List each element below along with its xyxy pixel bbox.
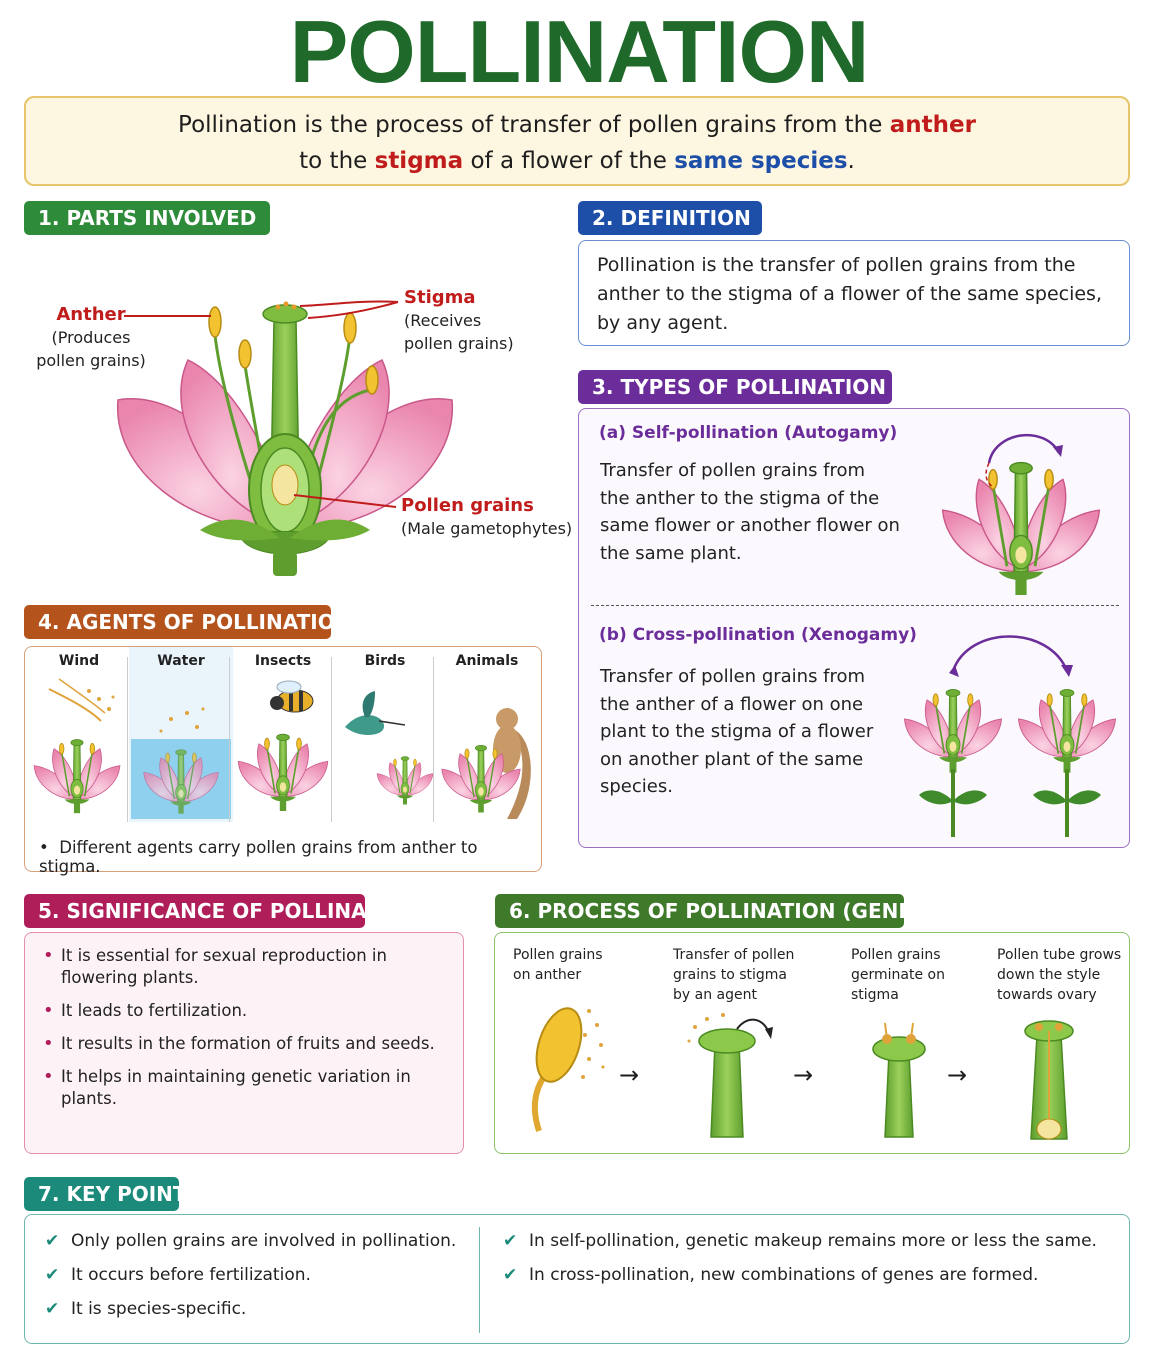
check-icon: ✔	[45, 1299, 60, 1319]
agents-note: • Different agents carry pollen grains f…	[39, 838, 541, 876]
stigma-transfer-icon	[687, 1013, 773, 1138]
agents-bullet: •	[39, 838, 60, 857]
intro-banner: Pollination is the process of transfer o…	[24, 96, 1130, 186]
water-icon	[131, 707, 231, 819]
process-step-3: Pollen grains germinate on stigma	[851, 947, 945, 1003]
key-point-item: ✔Only pollen grains are involved in poll…	[45, 1231, 457, 1251]
process-step-2: Transfer of pollen grains to stigma by a…	[673, 947, 795, 1003]
intro-text-3: of a flower of the	[463, 148, 675, 174]
key-points-heading: 7. KEY POINTS	[24, 1177, 201, 1211]
stigma-desc-2: pollen grains)	[404, 334, 514, 353]
intro-text-2: to the	[299, 148, 375, 174]
check-icon: ✔	[45, 1231, 60, 1251]
agent-wind-label: Wind	[58, 653, 100, 669]
significance-list: It is essential for sexual reproduction …	[39, 945, 449, 1110]
key-points-right: ✔In self-pollination, genetic makeup rem…	[499, 1229, 1119, 1297]
significance-item: It is essential for sexual reproduction …	[39, 945, 449, 989]
key-points-divider	[479, 1227, 480, 1333]
pollen-name: Pollen grains	[401, 495, 534, 516]
pollen-tube-icon	[1024, 1020, 1074, 1140]
check-icon: ✔	[503, 1231, 518, 1251]
agents-sep-3	[331, 657, 332, 822]
self-pollination-title: (a) Self-pollination (Autogamy)	[599, 423, 898, 443]
agents-heading: 4. AGENTS OF POLLINATION	[24, 605, 352, 639]
check-icon: ✔	[503, 1265, 518, 1285]
anther-desc-2: pollen grains)	[36, 351, 146, 370]
pollen-label: Pollen grains (Male gametophytes)	[401, 494, 572, 540]
stigma-name: Stigma	[404, 287, 476, 308]
types-divider	[591, 605, 1119, 606]
parts-heading: 1. PARTS INVOLVED	[24, 201, 270, 235]
anther-desc-1: (Produces	[51, 328, 131, 347]
cross-pollination-title: (b) Cross-pollination (Xenogamy)	[599, 625, 917, 645]
agent-animals: Animals	[435, 647, 539, 822]
key-point-item: ✔In self-pollination, genetic makeup rem…	[503, 1231, 1097, 1251]
definition-box: Pollination is the transfer of pollen gr…	[578, 240, 1130, 346]
cross-pollination-text: Transfer of pollen grains from the anthe…	[600, 666, 874, 797]
key-point-item: ✔In cross-pollination, new combinations …	[503, 1265, 1039, 1285]
significance-item: It results in the formation of fruits an…	[39, 1033, 449, 1055]
agent-insects-label: Insects	[254, 653, 312, 669]
flower-diagram	[117, 301, 453, 576]
agents-note-text: Different agents carry pollen grains fro…	[39, 838, 478, 876]
types-box: (a) Self-pollination (Autogamy) Transfer…	[578, 408, 1130, 848]
anther-pollen-icon	[531, 1007, 605, 1132]
germinate-icon	[872, 1022, 926, 1138]
intro-text-1: Pollination is the process of transfer o…	[178, 112, 890, 138]
arrow-icon: →	[947, 1061, 968, 1089]
squirrel-icon	[441, 708, 531, 819]
page-title: POLLINATION	[289, 2, 870, 101]
self-pollination-illustration	[941, 433, 1101, 595]
significance-item: It helps in maintaining genetic variatio…	[39, 1066, 449, 1110]
agent-birds: Birds	[333, 647, 437, 822]
pollen-desc: (Male gametophytes)	[401, 519, 573, 538]
bee-icon	[237, 680, 329, 812]
arrow-icon: →	[619, 1061, 640, 1089]
process-step-1: Pollen grains on anther	[513, 947, 603, 983]
significance-heading: 5. SIGNIFICANCE OF POLLINATION	[24, 894, 420, 928]
agent-animals-label: Animals	[455, 653, 519, 669]
key-points-box: ✔Only pollen grains are involved in poll…	[24, 1214, 1130, 1344]
intro-stigma: stigma	[374, 148, 464, 174]
agents-strip: Wind Water Insects	[25, 647, 543, 827]
self-pollination-text: Transfer of pollen grains from the anthe…	[600, 460, 900, 564]
agents-sep-2	[229, 657, 230, 822]
agent-water-label: Water	[157, 653, 205, 669]
anther-name: Anther	[56, 304, 126, 325]
types-heading: 3. TYPES OF POLLINATION	[578, 370, 892, 404]
key-point-item: ✔It is species-specific.	[45, 1299, 247, 1319]
significance-item: It leads to fertilization.	[39, 1000, 449, 1022]
stigma-label: Stigma (Receives pollen grains)	[404, 286, 514, 355]
agents-sep-1	[127, 657, 128, 822]
check-icon: ✔	[45, 1265, 60, 1285]
process-step-4: Pollen tube grows down the style towards…	[997, 947, 1122, 1003]
agent-wind: Wind	[27, 647, 131, 822]
key-points-left: ✔Only pollen grains are involved in poll…	[41, 1229, 481, 1331]
arrow-icon: →	[793, 1061, 814, 1089]
agent-water: Water	[129, 647, 233, 822]
key-point-item: ✔It occurs before fertilization.	[45, 1265, 311, 1285]
anther-label: Anther (Produces pollen grains)	[36, 303, 146, 372]
agents-box: Wind Water Insects	[24, 646, 543, 876]
process-box: Pollen grains on anther Transfer of poll…	[494, 932, 1130, 1154]
stigma-desc-1: (Receives	[404, 311, 482, 330]
cross-pollination-illustration	[903, 635, 1117, 837]
definition-text: Pollination is the transfer of pollen gr…	[597, 254, 1102, 334]
intro-species: same species	[674, 148, 848, 174]
process-heading: 6. PROCESS OF POLLINATION (GENERAL)	[495, 894, 965, 928]
definition-heading: 2. DEFINITION	[578, 201, 762, 235]
agents-sep-4	[433, 657, 434, 822]
significance-box: It is essential for sexual reproduction …	[24, 932, 464, 1154]
intro-anther: anther	[889, 112, 976, 138]
intro-text-4: .	[847, 148, 855, 174]
agent-birds-label: Birds	[364, 653, 406, 669]
agent-insects: Insects	[231, 647, 335, 822]
wind-icon	[33, 678, 121, 815]
bird-icon	[345, 691, 434, 806]
